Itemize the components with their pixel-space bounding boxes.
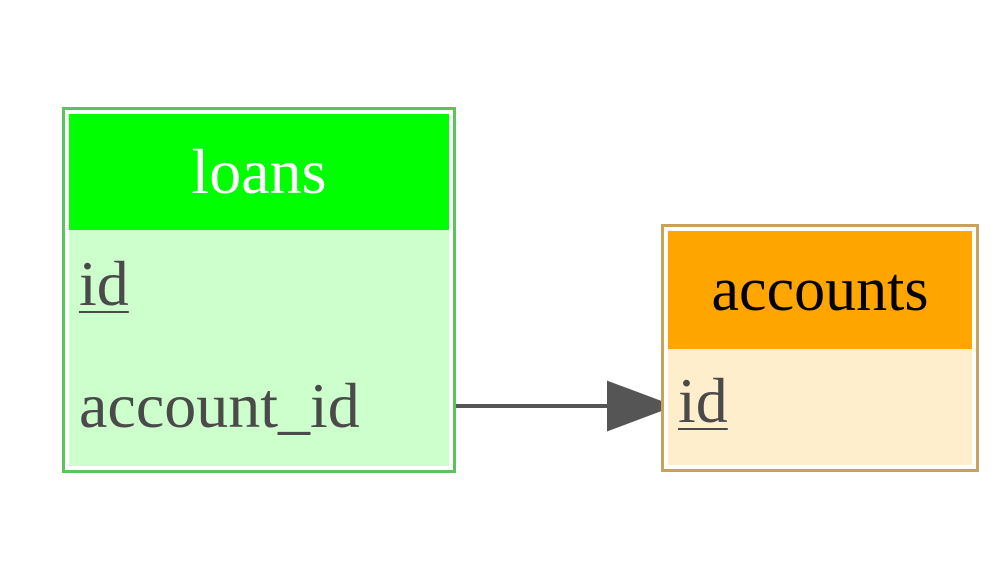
table-header-accounts: accounts xyxy=(668,231,972,349)
field-foreign-key[interactable]: account_id xyxy=(79,370,360,441)
table-node-loans[interactable]: loans id account_id xyxy=(62,107,456,473)
table-fields-accounts: id xyxy=(668,349,972,465)
field-primary-key[interactable]: id xyxy=(79,248,129,319)
table-title: accounts xyxy=(711,256,929,324)
table-header-loans: loans xyxy=(69,114,449,230)
table-fields-loans: id account_id xyxy=(69,230,449,466)
field-primary-key[interactable]: id xyxy=(678,365,728,436)
table-title: loans xyxy=(191,136,327,207)
table-node-accounts[interactable]: accounts id xyxy=(661,224,979,472)
arrowhead-icon xyxy=(607,380,675,432)
